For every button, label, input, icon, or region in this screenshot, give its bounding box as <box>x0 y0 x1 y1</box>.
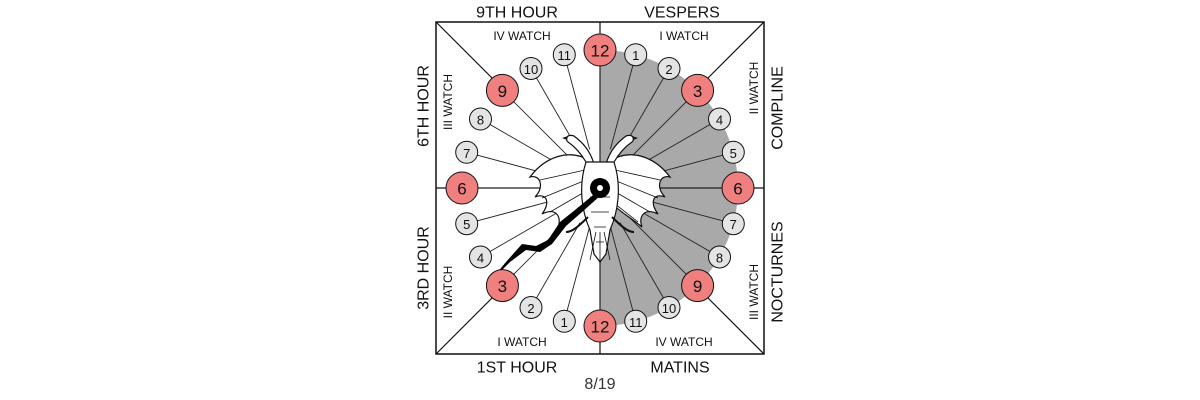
hour-marker: 10 <box>657 296 681 320</box>
label-9th-hour: 9TH HOUR <box>476 5 558 22</box>
hour-number-label: 5 <box>463 217 470 232</box>
major-hour-marker: 6 <box>721 171 755 205</box>
watch-label-left-top: III WATCH <box>441 74 455 130</box>
hour-spoke <box>634 207 720 258</box>
hour-number-label: 5 <box>730 146 737 161</box>
label-vespers: VESPERS <box>644 5 720 22</box>
hour-number-label: 3 <box>693 82 702 101</box>
hour-spoke <box>480 207 566 258</box>
major-hour-marker: 12 <box>583 309 617 343</box>
major-hour-marker: 12 <box>583 33 617 67</box>
watch-label-top-right: I WATCH <box>659 29 708 43</box>
hour-number-label: 7 <box>730 217 737 232</box>
label-nocturnes: NOCTURNES <box>770 221 787 322</box>
hour-marker: 11 <box>624 309 648 333</box>
hour-number-label: 11 <box>558 48 572 63</box>
hour-number-label: 10 <box>524 62 538 77</box>
hour-number-label: 12 <box>591 318 610 337</box>
hour-spoke <box>609 54 637 150</box>
label-3rd-hour: 3RD HOUR <box>416 226 433 310</box>
hour-spoke <box>563 226 591 322</box>
hour-spoke <box>619 222 670 308</box>
hour-number-label: 6 <box>457 180 466 199</box>
hour-number-label: 6 <box>733 180 742 199</box>
major-hour-marker: 9 <box>681 269 715 303</box>
hour-number-label: 3 <box>498 277 507 296</box>
label-6th-hour: 6TH HOUR <box>416 65 433 147</box>
hour-spokes <box>462 50 738 326</box>
watch-label-left-bottom: II WATCH <box>441 266 455 319</box>
hour-marker: 2 <box>657 56 681 80</box>
hour-number-label: 8 <box>716 251 723 266</box>
hour-number-label: 11 <box>629 315 643 330</box>
hour-spoke <box>609 226 637 322</box>
hour-spoke <box>563 54 591 150</box>
hour-marker: 8 <box>708 245 732 269</box>
label-compline: COMPLINE <box>770 66 787 150</box>
hour-marker: 7 <box>455 140 479 164</box>
major-hour-marker: 3 <box>485 269 519 303</box>
hour-marker: 4 <box>468 245 492 269</box>
hour-marker: 5 <box>455 212 479 236</box>
hour-marker: 11 <box>552 43 576 67</box>
hour-number-label: 1 <box>561 315 568 330</box>
hour-spoke <box>638 197 734 225</box>
label-matins: MATINS <box>650 360 709 377</box>
hour-spoke <box>530 222 581 308</box>
hour-number-label: 10 <box>662 301 676 316</box>
hour-marker: 5 <box>721 140 745 164</box>
hour-number-label: 8 <box>477 113 484 128</box>
watch-label-bottom-right: IV WATCH <box>655 335 712 349</box>
hour-number-label: 2 <box>665 62 672 77</box>
hour-marker: 1 <box>552 309 576 333</box>
watch-label-right-top: II WATCH <box>747 62 761 115</box>
label-1st-hour: 1ST HOUR <box>477 360 558 377</box>
hour-spoke <box>466 197 562 225</box>
watch-label-bottom-left: I WATCH <box>497 335 546 349</box>
hour-marker: 2 <box>519 296 543 320</box>
slide-number: 8/19 <box>584 376 616 393</box>
watch-label-right-bottom: III WATCH <box>747 264 761 320</box>
major-hour-marker: 3 <box>681 73 715 107</box>
hour-number-label: 9 <box>498 82 507 101</box>
clock-hand-icon <box>486 178 610 286</box>
hour-marker: 10 <box>519 56 543 80</box>
hour-number-label: 7 <box>463 146 470 161</box>
double-headed-eagle-icon <box>528 134 672 264</box>
hour-number-label: 4 <box>477 251 484 266</box>
hour-marker: 8 <box>468 107 492 131</box>
hour-marker: 1 <box>624 43 648 67</box>
hour-number-label: 9 <box>693 277 702 296</box>
major-hour-marker: 9 <box>485 73 519 107</box>
watch-label-top-left: IV WATCH <box>493 29 550 43</box>
major-hour-marker: 6 <box>445 171 479 205</box>
hour-marker: 7 <box>721 212 745 236</box>
hour-marker: 4 <box>708 107 732 131</box>
hour-number-label: 12 <box>591 42 610 61</box>
hour-number-label: 4 <box>716 113 723 128</box>
hour-number-label: 2 <box>527 301 534 316</box>
hour-number-label: 1 <box>632 48 639 63</box>
